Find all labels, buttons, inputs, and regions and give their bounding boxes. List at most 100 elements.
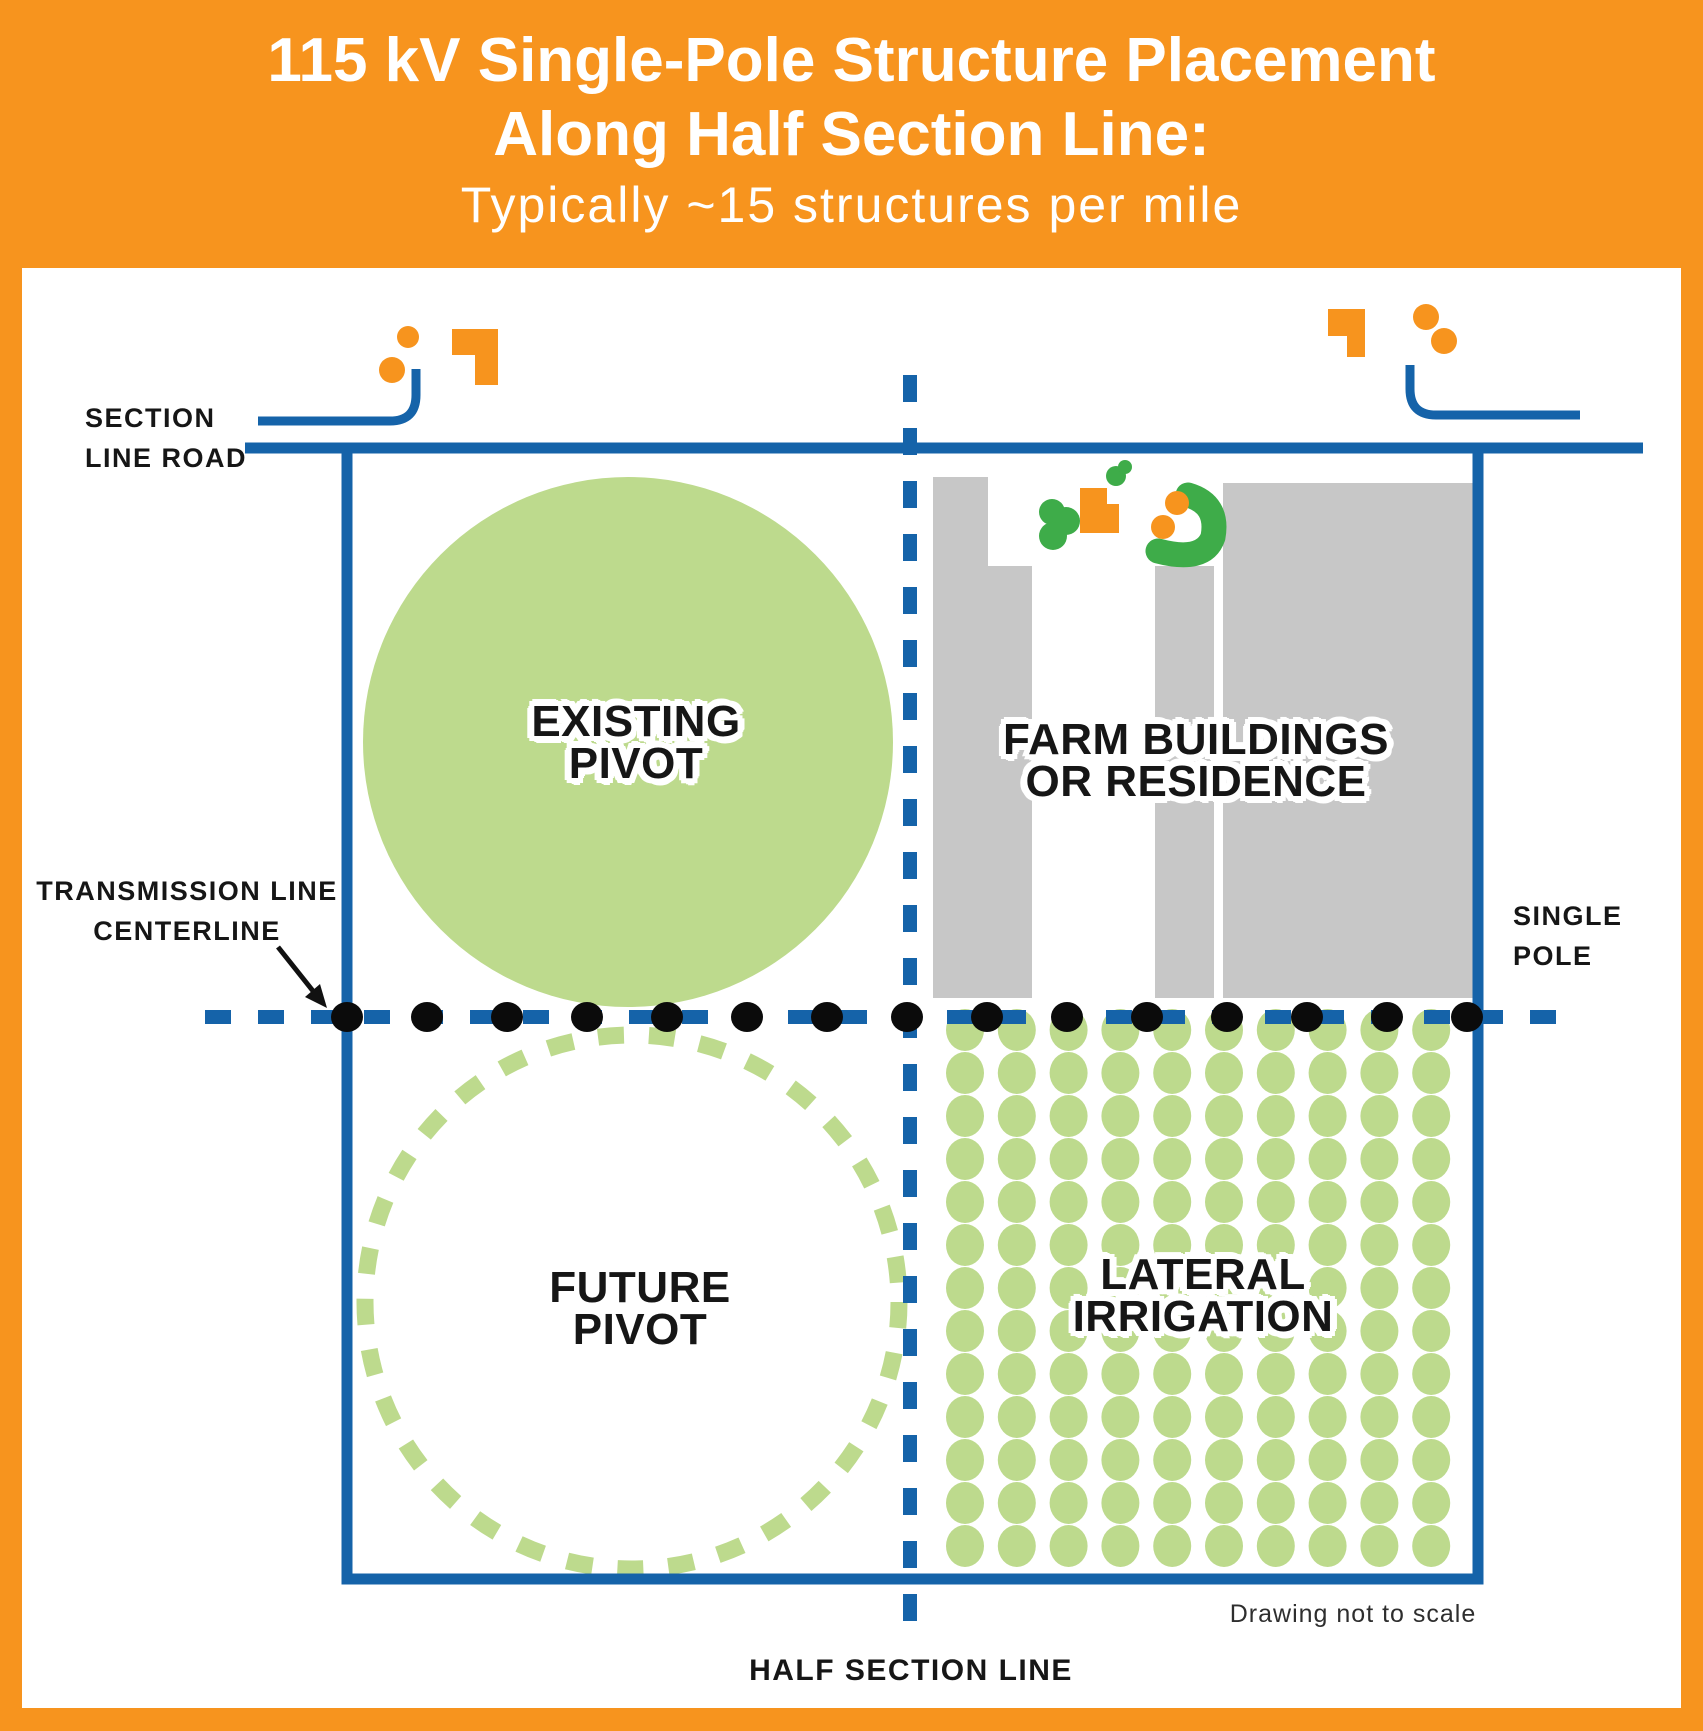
dot [571, 1002, 603, 1032]
dot [946, 1138, 984, 1180]
dot [1153, 1310, 1192, 1352]
dot [1412, 1396, 1451, 1438]
tree-dot-icon [1151, 515, 1175, 539]
dot [1308, 1224, 1347, 1266]
dot [946, 1267, 984, 1309]
dot [1412, 1138, 1451, 1180]
farm-house-icon [1080, 488, 1119, 533]
dot [1049, 1396, 1088, 1438]
existing-pivot-label: EXISTING PIVOT [531, 700, 740, 786]
transmission-centerline-label-line2: CENTERLINE [93, 916, 281, 946]
dot [1049, 1181, 1088, 1223]
dot [1256, 1181, 1295, 1223]
dot [1049, 1052, 1088, 1094]
dot [1308, 1482, 1347, 1524]
dot [997, 1396, 1036, 1438]
dot [1101, 1310, 1140, 1352]
dot [1412, 1439, 1451, 1481]
dot [1153, 1525, 1192, 1567]
farm-building-left [933, 477, 1032, 998]
dot [1308, 1525, 1347, 1567]
single-pole-label: SINGLE POLE [1513, 896, 1623, 976]
dot [1049, 1482, 1088, 1524]
dot [1049, 1353, 1088, 1395]
dot [946, 1439, 984, 1481]
dot [1256, 1310, 1295, 1352]
single-pole-structure-dots [331, 1002, 1483, 1032]
tree-dot-icon [379, 357, 405, 383]
dot [1101, 1138, 1140, 1180]
dot [1153, 1267, 1192, 1309]
dot [651, 1002, 683, 1032]
dot [1256, 1138, 1295, 1180]
dot [1360, 1482, 1399, 1524]
dot [946, 1095, 984, 1137]
dot [1101, 1095, 1140, 1137]
dot [1360, 1353, 1399, 1395]
dot [1205, 1224, 1243, 1266]
dot [1153, 1138, 1192, 1180]
dot [1371, 1002, 1403, 1032]
tree-dot-icon [1413, 304, 1439, 330]
dot [946, 1181, 984, 1223]
dot [1451, 1002, 1483, 1032]
dot [1412, 1052, 1451, 1094]
dot [997, 1525, 1036, 1567]
dot [1153, 1224, 1192, 1266]
dot [1412, 1095, 1451, 1137]
dot [1256, 1095, 1295, 1137]
page-subtitle: Typically ~15 structures per mile [460, 177, 1243, 233]
dot [411, 1002, 443, 1032]
dot [1101, 1439, 1140, 1481]
dot [1153, 1353, 1192, 1395]
dot [997, 1224, 1036, 1266]
dot [1205, 1095, 1243, 1137]
dot [1153, 1439, 1192, 1481]
page-title-line1: 115 kV Single-Pole Structure Placement [267, 26, 1436, 95]
farm-building-right [1223, 483, 1474, 998]
dot [1153, 1095, 1192, 1137]
half-section-line-label: HALF SECTION LINE [749, 1654, 1073, 1687]
dot [1412, 1224, 1451, 1266]
section-line-road-label: SECTION LINE ROAD [85, 398, 247, 478]
lateral-irrigation-label: LATERAL IRRIGATION [1073, 1253, 1334, 1339]
dot [1153, 1482, 1192, 1524]
dot [1049, 1439, 1088, 1481]
dot [1256, 1224, 1295, 1266]
dot [997, 1439, 1036, 1481]
dot [997, 1095, 1036, 1137]
farm-building-middle [1155, 566, 1214, 998]
driveway-right [1405, 365, 1580, 420]
transmission-centerline-label: TRANSMISSION LINE CENTERLINE [36, 871, 338, 951]
dot [1256, 1052, 1295, 1094]
dot [1101, 1224, 1140, 1266]
dot [1291, 1002, 1323, 1032]
dot [1205, 1482, 1243, 1524]
dot [1360, 1052, 1399, 1094]
dot [891, 1002, 923, 1032]
dot [946, 1396, 984, 1438]
farmstead-icons-top-left [379, 326, 498, 385]
dot [1049, 1095, 1088, 1137]
dot [997, 1052, 1036, 1094]
title-banner: 115 kV Single-Pole Structure Placement A… [0, 0, 1703, 268]
dot [1308, 1095, 1347, 1137]
dot [997, 1353, 1036, 1395]
dot [1360, 1310, 1399, 1352]
dot [1308, 1310, 1347, 1352]
farm-buildings-label-line2: OR RESIDENCE [1025, 757, 1367, 806]
transmission-centerline-label-line1: TRANSMISSION LINE [36, 876, 338, 906]
dot [1205, 1267, 1243, 1309]
dot [811, 1002, 843, 1032]
dot [1205, 1310, 1243, 1352]
dot [997, 1482, 1036, 1524]
dot [1049, 1267, 1088, 1309]
dot [997, 1310, 1036, 1352]
dot [997, 1138, 1036, 1180]
dot [1101, 1267, 1140, 1309]
tree-blob-icon [1039, 499, 1080, 550]
dot [1360, 1525, 1399, 1567]
dot [331, 1002, 363, 1032]
dot [1153, 1052, 1192, 1094]
